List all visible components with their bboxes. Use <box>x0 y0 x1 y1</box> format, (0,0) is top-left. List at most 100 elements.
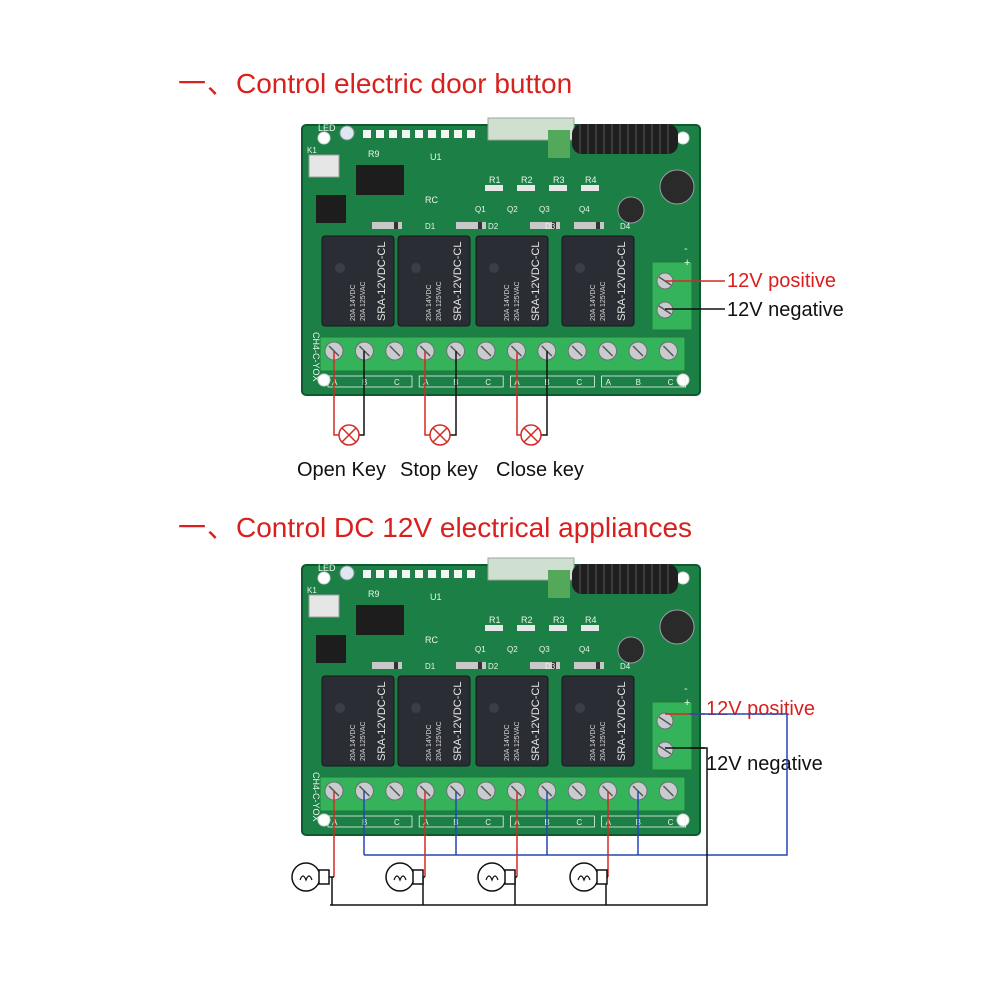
capacitor-small <box>617 196 645 224</box>
abc-c: C <box>668 818 674 827</box>
screw-slot <box>632 345 644 357</box>
mounting-hole <box>676 373 690 387</box>
bulb-filament <box>485 875 499 882</box>
relay-rating-1: 20A 14VDC <box>350 724 357 761</box>
header-pin <box>389 570 397 578</box>
board-code: CH4-C-YOX <box>311 772 321 822</box>
relay-model-text: SRA-12VDC-CL <box>452 242 464 321</box>
bulb-filament <box>299 875 313 882</box>
negative-bus-wire <box>330 747 708 906</box>
power-terminal <box>651 701 693 771</box>
heading-2-prefix: 一、 <box>178 512 237 543</box>
resistor <box>485 625 503 631</box>
bulb-base <box>504 869 516 885</box>
load-4 <box>569 791 609 905</box>
header-pin <box>402 570 410 578</box>
relay-dimple <box>335 263 345 273</box>
power-negative-label: 12V negative <box>706 753 823 775</box>
capacitor-small <box>617 636 645 664</box>
k1-label: K1 <box>307 146 317 155</box>
switch-cross <box>432 427 448 443</box>
learn-button <box>308 154 340 178</box>
mounting-hole <box>676 571 690 585</box>
diagram-1-heading: 一、Control electric door button <box>178 62 572 102</box>
relay-rating-2: 20A 125VAC <box>360 721 367 761</box>
key-wire-black <box>541 351 548 436</box>
abc-b: B <box>636 378 641 387</box>
mounting-hole <box>676 131 690 145</box>
screw-slot <box>389 345 401 357</box>
diode <box>574 662 604 669</box>
diode-band <box>394 662 398 669</box>
relay-rating-2: 20A 125VAC <box>514 281 521 321</box>
key-wire-red <box>424 351 430 436</box>
screw-slot <box>662 785 674 797</box>
diode-label: D4 <box>620 222 631 231</box>
resistor <box>549 185 567 191</box>
transistor-label: Q2 <box>507 645 518 654</box>
transistor-label: Q1 <box>475 645 486 654</box>
diode <box>574 222 604 229</box>
header-pin <box>428 130 436 138</box>
diode <box>456 222 486 229</box>
header-pin <box>376 570 384 578</box>
diode-label: D1 <box>425 222 436 231</box>
header-pin <box>454 570 462 578</box>
abc-a: A <box>423 378 429 387</box>
header-pin <box>415 570 423 578</box>
key-wire-red <box>333 351 339 436</box>
mounting-hole <box>317 571 331 585</box>
abc-a: A <box>606 378 612 387</box>
bulb-base <box>318 869 330 885</box>
abc-bracket <box>327 815 413 828</box>
bulb-icon <box>291 862 330 892</box>
mounting-hole <box>317 813 331 827</box>
relay-rating-2: 20A 125VAC <box>436 281 443 321</box>
screw-slot <box>658 305 672 315</box>
screw-slot <box>480 785 492 797</box>
relay-case <box>397 675 471 767</box>
relay-rating-1: 20A 14VDC <box>504 284 511 321</box>
minus-mark: - <box>684 243 688 255</box>
positive-bus-wire <box>364 713 788 856</box>
abc-a: A <box>332 378 338 387</box>
transistor-label: Q4 <box>579 645 590 654</box>
header-pin <box>402 130 410 138</box>
relay-dimple <box>335 703 345 713</box>
relay-rating-2: 20A 125VAC <box>514 721 521 761</box>
key-switch-1 <box>333 351 365 446</box>
diode-band <box>596 662 600 669</box>
bulb-glass <box>477 862 507 892</box>
heading-2-text: Control DC 12V electrical appliances <box>236 512 693 543</box>
resistor-label: R3 <box>553 175 565 185</box>
diode <box>530 222 560 229</box>
capacitor-large <box>659 169 695 205</box>
header-pin <box>454 130 462 138</box>
key-switch-3 <box>516 351 548 446</box>
regulator-chip <box>316 635 346 663</box>
bulb-icon <box>385 862 424 892</box>
u1-label: U1 <box>430 152 442 162</box>
diagram-2-heading: 一、Control DC 12V electrical appliances <box>178 506 692 546</box>
stop-key-label: Stop key <box>400 459 478 481</box>
bulb-base <box>412 869 424 885</box>
resistor-label: R3 <box>553 615 565 625</box>
screw-slot <box>571 345 583 357</box>
power-negative-label: 12V negative <box>727 299 844 321</box>
led-indicator <box>339 565 355 581</box>
mounting-hole <box>676 813 690 827</box>
relay-dimple <box>489 263 499 273</box>
close-key-label: Close key <box>496 459 584 481</box>
resistor <box>581 625 599 631</box>
relay-rating-1: 20A 14VDC <box>590 284 597 321</box>
abc-c: C <box>394 378 400 387</box>
power-positive-label: 12V positive <box>706 698 815 720</box>
resistor-label: R4 <box>585 175 597 185</box>
